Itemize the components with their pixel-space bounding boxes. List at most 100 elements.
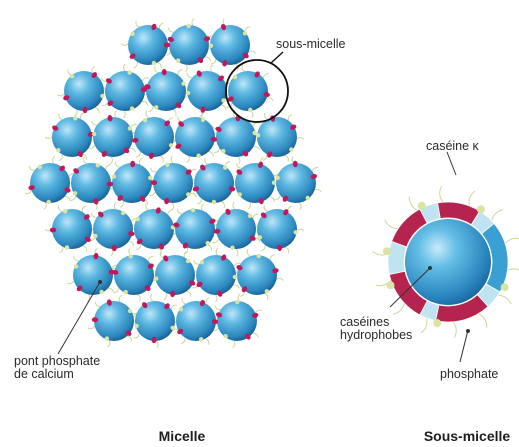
hair-strand [409,197,417,211]
sphere-icon [153,163,193,203]
phosphate-dot-icon [306,196,310,200]
phosphate-dot-icon [209,44,213,48]
phosphate-dot-icon [154,105,158,109]
hair-strand [498,295,511,304]
phosphate-dot-icon [124,290,128,294]
phosphate-dot-icon [169,143,173,147]
hydrophobic-core [405,219,491,305]
phosphate-dot-icon [501,283,509,291]
phosphate-dot-icon [201,118,205,122]
phosphate-dot-icon [230,246,234,250]
hair-strand [507,269,519,273]
phosphate-dot-icon [154,276,158,280]
sphere-icon [276,163,316,203]
hair-strand [393,303,405,314]
bridge-label-line1: pont phosphate [14,354,100,368]
phosphate-dot-icon [206,241,210,245]
sphere-icon [112,163,152,203]
phosphate-dot-icon [105,336,109,340]
phosphate-dot-icon [179,307,183,311]
phosphate-dot-icon [233,275,237,279]
pink-bridge-icon [164,43,170,48]
sphere-icon [176,301,216,341]
phosphate-dot-icon [276,176,280,180]
phosphate-dot-icon [152,61,156,65]
phosphate-dot-icon [187,24,191,28]
phosphate-dot-icon [96,163,100,167]
phosphate-dot-icon [128,309,132,313]
hair-strand [479,314,487,328]
hair-strand [453,322,456,338]
phosphate-dot-icon [433,319,441,327]
phosphate-dot-icon [477,205,485,213]
phosphate-dot-icon [134,324,138,328]
phosphate-dot-icon [112,174,116,178]
phosphate-dot-icon [196,154,200,158]
hair-strand [505,238,519,243]
phosphate-dot-icon [199,337,203,341]
phosphate-dot-icon [136,217,140,221]
sphere-icon [128,25,168,65]
sub-micelle-caption: Sous-micelle [424,428,511,444]
phosphate-dot-icon [223,165,227,169]
sphere-icon [169,25,209,65]
phosphate-dot-icon [100,94,104,98]
phosphate-dot-icon [191,208,195,212]
phosphate-dot-icon [165,163,169,167]
sub-micelle-label: sous-micelle [276,37,346,51]
phosphate-dot-icon [248,108,252,112]
phosphate-dot-icon [130,106,134,110]
phosphate-dot-icon [129,254,133,258]
phosphate-dot-icon [418,202,426,210]
phosphate-dot-icon [128,126,132,130]
phosphate-dot-icon [92,132,96,136]
phosphate-dot-icon [186,91,190,95]
phosphate-dot-icon [74,264,78,268]
phosphate-dot-icon [171,326,175,330]
kappa-pointer [447,152,456,175]
hydrophobic-label-line1: caséines [340,315,389,329]
phosphate-dot-icon [38,165,42,169]
phosphate-dot-icon [248,214,252,218]
sphere-icon [194,163,234,203]
phosphate-dot-icon [233,75,237,79]
bridge-label-line2: de calcium [14,367,74,381]
phosphate-dot-icon [235,300,239,304]
phosphate-dot-icon [47,200,51,204]
sphere-icon [235,163,275,203]
phosphate-dot-icon [143,118,147,122]
hair-strand [440,186,443,202]
phosphate-dot-icon [63,209,67,213]
phosphate-dot-icon [56,148,60,152]
phosphate-dot-icon [243,31,247,35]
phosphate-dot-icon [93,234,97,238]
phosphate-dot-icon [73,116,77,120]
phosphate-dot-icon [223,334,227,338]
pale-segment [388,241,407,274]
phosphate-pointer [460,330,468,362]
phosphate-dot-icon [127,70,131,74]
phosphate-dot-icon [181,81,185,85]
phosphate-label: phosphate [440,367,498,381]
phosphate-dot-icon [130,32,134,36]
hydrophobic-label-line2: hydrophobes [340,328,412,342]
hair-strand [469,191,475,206]
sub-micelle-detail [373,186,519,337]
phosphate-dot-icon [212,200,216,204]
phosphate-dot-icon [256,133,260,137]
phosphate-dot-icon [387,281,395,289]
phosphate-dot-icon [73,191,77,195]
phosphate-dot-icon [121,211,125,215]
micelle-caption: Micelle [159,428,206,444]
phosphate-dot-icon [99,290,103,294]
phosphate-dot-icon [176,58,180,62]
phosphate-dot-icon [294,230,298,234]
sphere-icon [217,301,257,341]
phosphate-dot-icon [186,192,190,196]
kappa-casein-label: caséine κ [426,139,480,153]
phosphate-dot-icon [221,149,225,153]
phosphate-dot-icon [148,176,152,180]
phosphate-dot-icon [258,235,262,239]
hair-strand [421,318,427,333]
